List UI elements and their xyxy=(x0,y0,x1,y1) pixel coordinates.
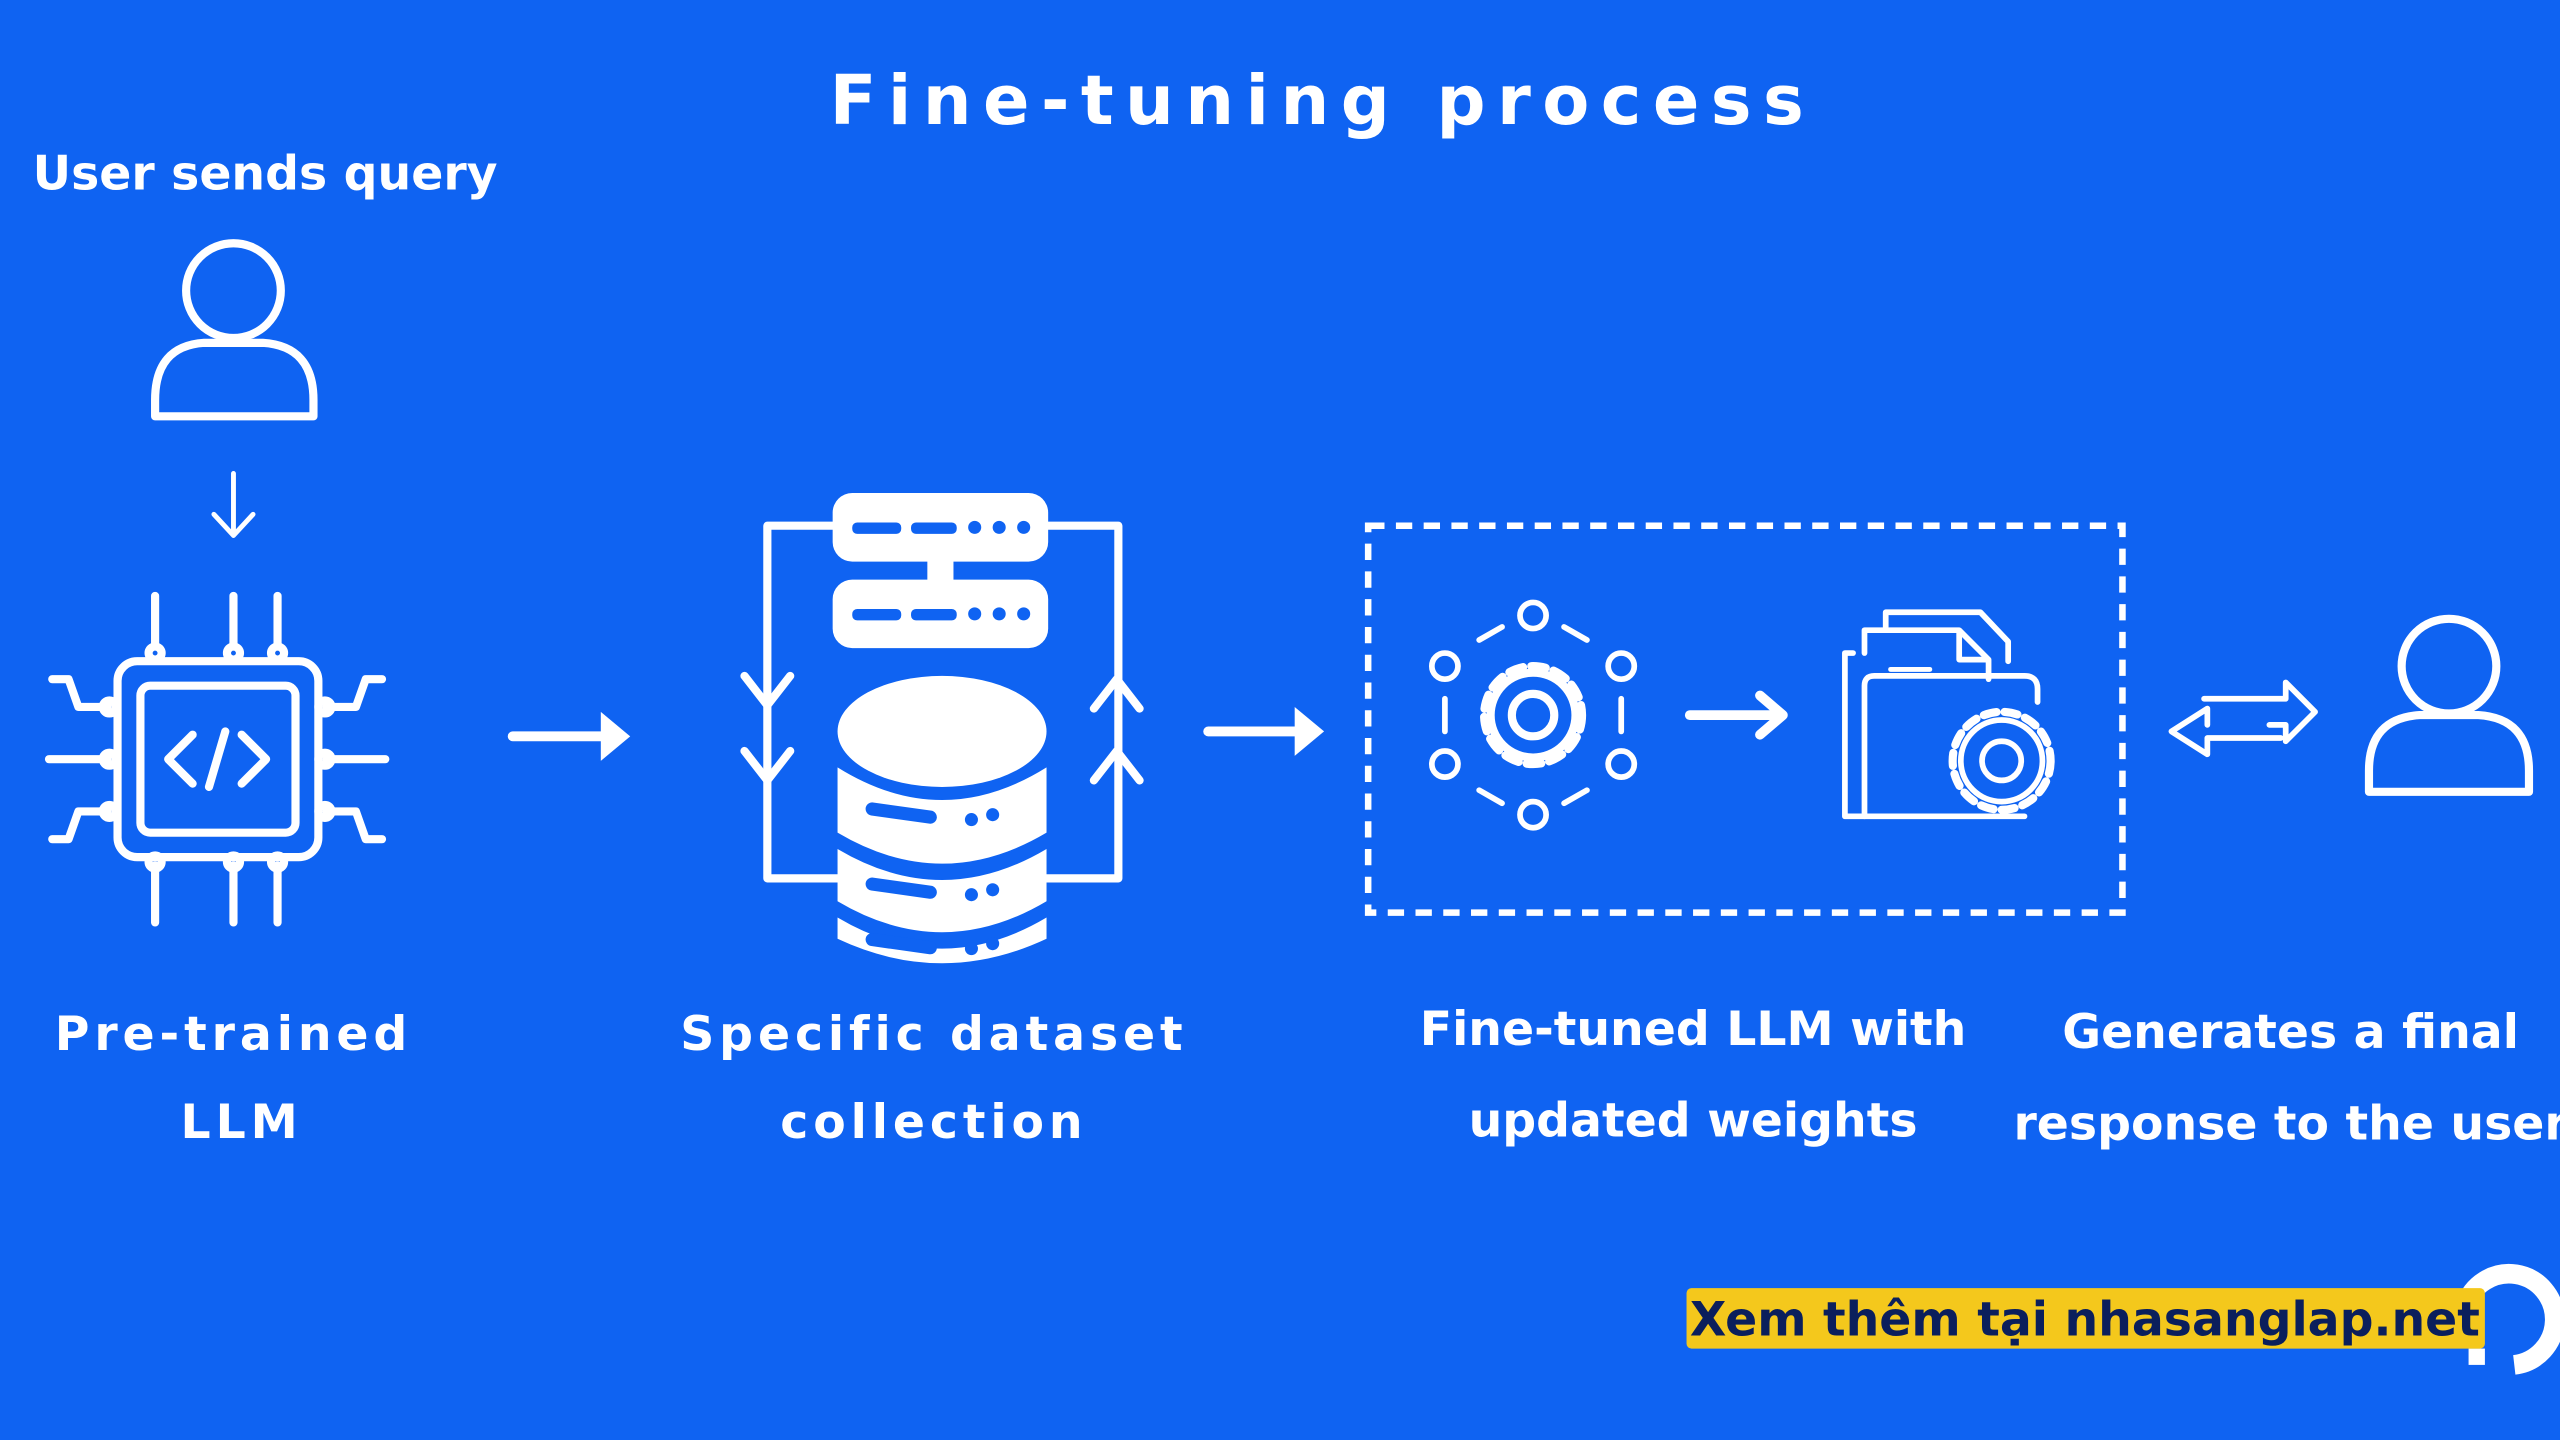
user-icon xyxy=(151,239,318,421)
user-query-label: User sends query xyxy=(33,146,498,201)
chip-code-icon xyxy=(44,591,390,927)
arrow-right-icon xyxy=(1684,690,1788,740)
folder-gear-icon xyxy=(1842,609,2055,820)
fine-tuned-model-box xyxy=(1364,522,2126,916)
arrow-right-icon xyxy=(1203,706,1325,756)
step-2-label-line1: Specific dataset xyxy=(680,1007,1187,1062)
step-3-label-line1: Fine-tuned LLM with xyxy=(1420,1002,1967,1057)
arrow-down-icon xyxy=(211,471,256,538)
user-icon xyxy=(2364,614,2534,796)
diagram-title: Fine-tuning process xyxy=(830,61,1816,141)
step-4-label-line1: Generates a final xyxy=(2062,1005,2519,1060)
gear-network-icon xyxy=(1428,599,1638,831)
dataset-database-icon xyxy=(740,493,1144,964)
watermark-banner[interactable]: Xem thêm tại nhasanglap.net xyxy=(1686,1288,2485,1349)
step-4-label-line2: response to the user xyxy=(2013,1097,2560,1152)
watermark-text[interactable]: Xem thêm tại nhasanglap.net xyxy=(1690,1293,2480,1348)
step-1-label-line1: Pre-trained xyxy=(55,1007,412,1062)
step-1-label-line2: LLM xyxy=(181,1095,303,1150)
arrow-right-icon xyxy=(507,711,631,761)
bidirectional-arrows-icon xyxy=(2168,679,2318,758)
step-3-label-line2: updated weights xyxy=(1469,1093,1918,1148)
step-2-label-line2: collection xyxy=(780,1095,1087,1150)
